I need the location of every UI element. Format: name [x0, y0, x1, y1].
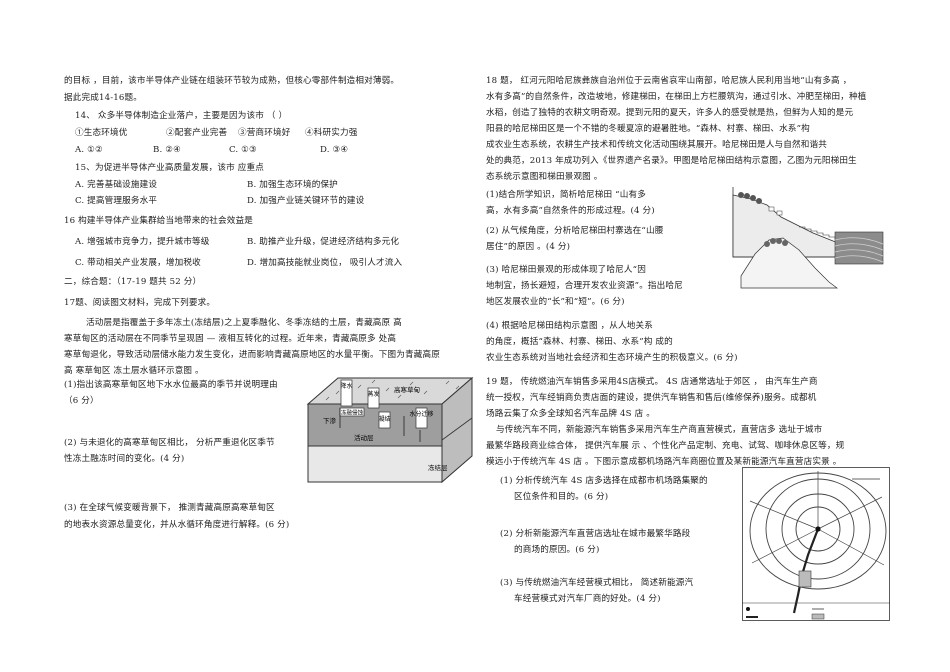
q18-material-2: 水有多高”的自然条件，改造坡地，修建梯田，在梯田上方栏腰筑沟，通过引水、冲肥至梯… — [486, 92, 867, 102]
section-2-heading: 二，综合题：（17-19 题共 52 分） — [64, 277, 202, 287]
q17-head: 17题、阅读图文材料，完成下列要求。 — [64, 298, 216, 308]
q16-choice-c: C. 带动相关产业发展，增加税收 — [75, 258, 201, 268]
q18-material-7: 态系统示意图和梯田景观图 。 — [486, 172, 603, 182]
q14-choice-c: C. ①③ — [229, 145, 257, 155]
city-center-marker — [815, 526, 821, 532]
q15-choice-a: A. 完善基础设施建设 — [75, 180, 158, 190]
q18-material-1: 18 题， 红河元阳哈尼族彝族自治州位于云南省哀牢山南部，哈尼族人民利用当地“山… — [486, 76, 852, 86]
q17-sub2-line2: 性冻土融冻时间的变化。(4 分) — [64, 454, 185, 464]
q16-stem: 16 构建半导体产业集群给当地带来的社会效益是 — [64, 216, 253, 226]
q19-material-4: 与传统汽车不同，新能源汽车销售多采用汽车生产商直营模式，直营店多 选址于城市 — [496, 425, 823, 435]
q17-sub3-line1: (3) 在全球气候变暖背景下， 推测青藏高原高寒草甸区 — [64, 503, 275, 513]
q19-material-6: 模远小于传统汽车 4S 店 。下图示意成都机场路汽车商圈位置及某新能源汽车直营店… — [486, 457, 842, 467]
q16-choice-d: D. 增加高技能就业岗位， 吸引人才流入 — [247, 258, 403, 268]
q19-material-5: 最繁华路段商业综合体， 提供汽车展 示 、个性化产品定制、充电、试驾、咖啡休息区… — [486, 441, 845, 451]
q19-sub3-line1: (3) 与传统燃油汽车经营模式相比， 简述新能源汽 — [500, 578, 694, 588]
q14-opt-4: ④科研实力强 — [305, 128, 358, 138]
q14-opt-2: ②配套产业完善 — [166, 128, 228, 138]
label-water-migration: 水分迁移 — [409, 410, 433, 418]
q16-choice-b: B. 助推产业升级，促进经济结构多元化 — [247, 237, 400, 247]
q19-sub2-line2: 的商场的原因。(6 分) — [514, 545, 600, 555]
q14-opt-3: ③营商环境好 — [238, 128, 291, 138]
q19-sub1-line1: (1) 分析传统汽车 4S 店多选择在成都市机场路集聚的 — [500, 476, 708, 486]
q18-sub3-line3: 地区发展农业的“长”和“短”。(6 分) — [486, 297, 625, 307]
q17-material-4: 高 寒草甸区 冻土层水循环示意图 。 — [64, 366, 204, 376]
q18-sub2-line2: 居住”的原因 。(4 分) — [486, 242, 571, 252]
q17-sub2-line1: (2) 与未退化的高寒草甸区相比， 分析严重退化区季节 — [64, 438, 275, 448]
q18-sub1-line2: 高，水有多高”自然条件的形成过程。(4 分) — [486, 206, 655, 216]
q18-sub4-line2: 的角度，概括“森林、村寨、梯田、水系”构 成的 — [486, 337, 673, 347]
label-infiltration: 下渗 — [323, 416, 337, 425]
q15-stem: 15、为促进半导体产业高质量发展，该市 应重点 — [75, 163, 264, 173]
q17-material-1: 活动层是指覆盖于多年冻土(冻结层)之上夏季融化、冬季冻结的土层，青藏高原 高 — [86, 318, 402, 328]
label-freeze-thaw: 冻融侵蚀 — [341, 409, 364, 417]
q18-sub1-line1: (1)结合所学知识，简析哈尼梯田 “山有多 — [486, 190, 646, 200]
q18-sub4-line3: 农业生态系统对当地社会经济和生态环境产生的积极意义。(6 分) — [486, 353, 738, 363]
q18-material-3: 水稻，创造了独特的农耕文明奇观。提到元阳的夏天，许多人的感受就是热，但鲜为人知的… — [486, 108, 854, 118]
q14-choice-b: B. ②④ — [153, 145, 181, 155]
q18-sub2-line1: (2) 从气候角度，分析哈尼梯田村寨选在“山腰 — [486, 226, 664, 236]
frozen-layer-front — [307, 445, 443, 483]
q19-material-1: 19 题， 传统燃油汽车销售多采用4S店模式。 4S 店通常选址于郊区 ， 由汽… — [486, 377, 818, 387]
label-precipitation: 降水 — [340, 382, 352, 390]
q18-sub3-line1: (3) 哈尼梯田景观的形成体现了哈尼人“因 — [486, 265, 646, 275]
intro-line-2: 据此完成14-16题。 — [64, 93, 142, 103]
q17-material-3: 寒草甸退化，导致活动层储水能力发生变化，进而影响青藏高原地区的水量平衡。下图为青… — [64, 350, 440, 360]
q19-sub1-line2: 区位条件和目的。(6 分) — [514, 492, 609, 502]
q18-sub3-line2: 地制宜，扬长避短，合理开发农业资源”。指出哈尼 — [486, 281, 683, 291]
ecosystem-diagram — [740, 231, 884, 289]
label-active-layer: 活动层 — [354, 433, 374, 442]
q19-material-3: 场路云集了众多全球知名汽车品牌 4S 店 。 — [486, 409, 655, 419]
q17-material-2: 寒草甸区的活动层在不同季节呈现固 — 液相互转化的过程。近年来，青藏高原多 处高 — [64, 334, 397, 344]
q15-choice-b: B. 加强生态环境的保护 — [247, 180, 338, 190]
q14-choice-a: A. ①② — [75, 145, 103, 155]
q17-sub1-line2: （6 分） — [64, 396, 99, 406]
q18-material-5: 成农业生态系统，农耕生产技术和传统文化活动围绕其展开。哈尼梯田是人与自然和谐共 — [486, 140, 828, 150]
q17-sub1-line1: (1)指出该高寒草甸区地下水水位最高的季节并说明理由 — [64, 380, 278, 390]
label-evaporation: 蒸发 — [367, 390, 379, 398]
q19-sub2-line1: (2) 分析新能源汽车直营店选址在城市最繁华路段 — [500, 529, 691, 539]
chengdu-airport-road-map — [742, 467, 890, 621]
airport-road-4s-zone — [798, 570, 812, 588]
q18-material-4: 阳县的哈尼梯田区是一个不错的冬暖夏凉的避暑胜地。“森林、村寨、梯田、水系”构 — [486, 124, 810, 134]
q15-choice-c: C. 提高管理服务水平 — [75, 196, 158, 206]
q18-material-6: 处的典范，2013 年成功列入《世界遗产名录》。甲图是哈尼梯田结构示意图，乙图为… — [486, 156, 857, 166]
permafrost-water-cycle-diagram: 降水 蒸发 高寒草甸 凝结 冻融侵蚀 水分迁移 下渗 活动层 冻结层 — [306, 376, 474, 484]
q14-stem: 14、 众多半导体制造企业落户，主要是因为该市 （ ） — [75, 111, 288, 121]
q18-sub4-line1: (4) 根据哈尼梯田结构示意图 ，从人地关系 — [486, 321, 654, 331]
label-frozen-layer: 冻结层 — [428, 463, 448, 472]
q19-material-2: 统一授权，汽车经销商负责店面的建设，提供汽车销售和售后(维修保养)服务。成都机 — [486, 393, 817, 403]
q19-sub3-line2: 车经营模式对汽车厂商的好处。(4 分) — [514, 594, 661, 604]
intro-line-1: 的目标 ，目前，该市半导体产业链在组装环节较为成熟，但核心零部件制造相对薄弱。 — [64, 76, 400, 86]
q14-choice-d: D. ③④ — [320, 145, 349, 155]
terrace-photo — [834, 231, 884, 265]
q16-choice-a: A. 增强城市竞争力，提升城市等级 — [75, 237, 210, 247]
q17-sub3-line2: 的地表水资源总量变化，并从水循环角度进行解释。(6 分) — [64, 520, 290, 530]
q15-choice-d: D. 加强产业链关键环节的建设 — [247, 196, 365, 206]
q14-opt-1: ①生态环境优 — [75, 128, 128, 138]
label-condensation: 凝结 — [378, 415, 390, 423]
label-alpine-meadow: 高寒草甸 — [394, 385, 420, 394]
